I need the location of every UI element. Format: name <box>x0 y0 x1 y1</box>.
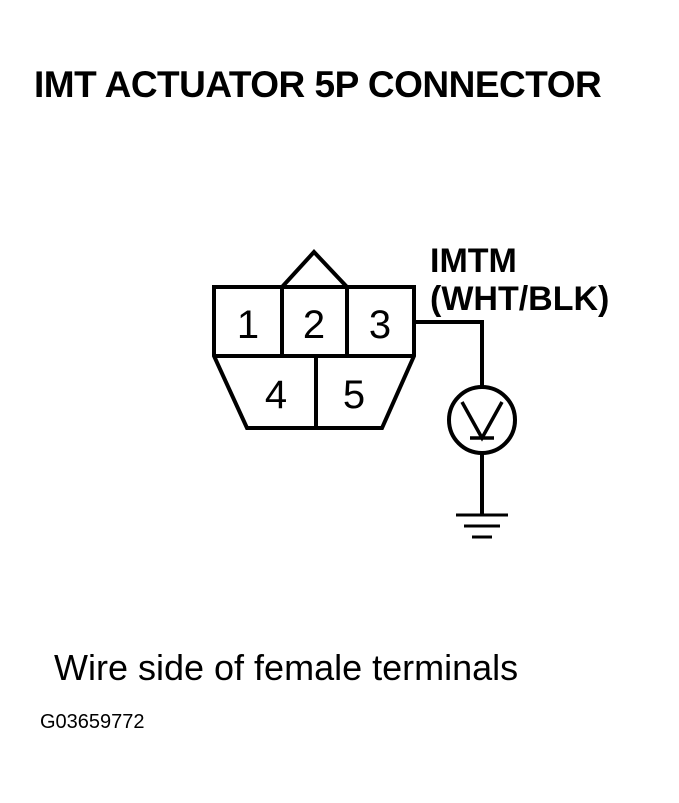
wire-name-label: IMTM <box>430 242 517 280</box>
voltmeter-symbol <box>460 401 504 442</box>
terminal-1: 1 <box>237 303 259 347</box>
ground-icon <box>456 513 508 539</box>
terminal-5: 5 <box>343 373 365 417</box>
connector-lock-tab <box>280 249 349 289</box>
wire-color-label: (WHT/BLK) <box>430 280 610 318</box>
terminal-2: 2 <box>303 303 325 347</box>
wire-lead <box>414 320 484 388</box>
diagram-title: IMT ACTUATOR 5P CONNECTOR <box>34 64 602 105</box>
figure-id: G03659772 <box>40 711 145 733</box>
terminal-3: 3 <box>369 303 391 347</box>
voltmeter-icon <box>447 385 517 455</box>
diagram-caption: Wire side of female terminals <box>54 647 519 688</box>
terminal-4: 4 <box>265 373 287 417</box>
